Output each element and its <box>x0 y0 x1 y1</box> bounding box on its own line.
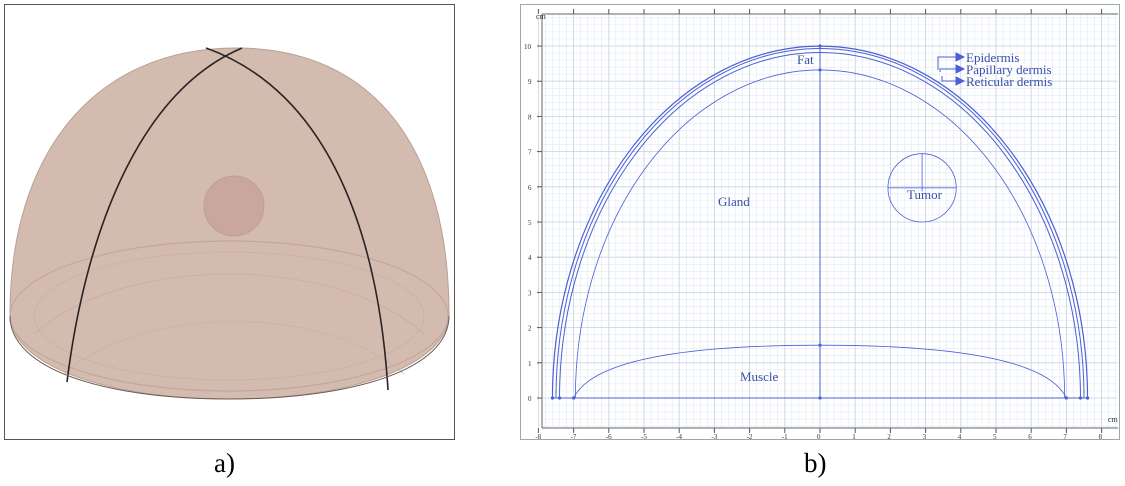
y-axis-ticks: 0 1 2 3 4 5 6 7 8 9 10 <box>524 43 542 403</box>
geometry-plot: -8 -7 -6 -5 -4 -3 -2 -1 0 1 2 3 4 5 6 7 8 0 1 2 3 4 5 6 7 8 9 10 c… <box>520 4 1120 441</box>
x-tick-label: -7 <box>571 433 577 440</box>
layer-arrows <box>937 52 966 86</box>
x-tick-label: 7 <box>1063 433 1067 440</box>
vertex-point <box>557 396 562 400</box>
vertex-point <box>818 343 822 347</box>
vertex-point <box>550 396 555 400</box>
breast-geometry <box>550 44 1090 400</box>
x-tick-label: 6 <box>1028 433 1032 440</box>
panel-a-3d-view <box>4 4 455 440</box>
label-tumor: Tumor <box>907 187 943 202</box>
y-tick-label: 2 <box>528 325 532 333</box>
x-axis-ticks: -8 -7 -6 -5 -4 -3 -2 -1 0 1 2 3 4 5 6 7 8 <box>535 9 1103 441</box>
x-tick-label: -1 <box>782 433 788 440</box>
y-tick-label: 6 <box>528 184 532 192</box>
x-tick-label: -8 <box>535 433 541 440</box>
x-tick-label: 5 <box>993 433 997 440</box>
arrow-reticular <box>941 76 956 82</box>
arrowhead-papillary <box>955 64 966 74</box>
y-tick-label: 4 <box>528 254 532 262</box>
y-tick-label: 8 <box>528 113 532 121</box>
label-gland: Gland <box>718 194 750 209</box>
arrowhead-epidermis <box>955 52 966 62</box>
vertex-point <box>1064 396 1068 400</box>
x-tick-label: 0 <box>817 433 821 440</box>
label-papillary-dermis: Papillary dermis <box>966 62 1052 77</box>
meridian-line <box>205 47 389 391</box>
dome-inner-curve <box>33 273 425 335</box>
x-tick-label: -4 <box>676 433 682 440</box>
vertex-point <box>818 44 822 48</box>
x-tick-label: 3 <box>923 433 927 440</box>
dome-base-edge <box>9 315 450 400</box>
label-reticular-dermis: Reticular dermis <box>966 74 1052 89</box>
y-tick-label: 7 <box>528 149 532 157</box>
tumor-sphere <box>203 175 265 237</box>
hemisphere-3d-render <box>4 4 455 440</box>
dome-inner-ellipse <box>33 251 425 381</box>
caption-a: a) <box>214 448 235 478</box>
x-tick-label: 4 <box>958 433 962 440</box>
label-epidermis: Epidermis <box>966 50 1019 65</box>
x-tick-label: -6 <box>606 433 612 440</box>
x-unit-label: cm <box>1108 415 1119 424</box>
x-tick-label: -5 <box>641 433 647 440</box>
y-tick-label: 0 <box>528 395 532 403</box>
arrow-epidermis <box>937 56 956 70</box>
caption-b: b) <box>804 448 827 478</box>
vertex-point <box>1085 396 1090 400</box>
panel-b-2d-geometry: -8 -7 -6 -5 -4 -3 -2 -1 0 1 2 3 4 5 6 7 8 0 1 2 3 4 5 6 7 8 9 10 c… <box>520 4 1120 441</box>
y-tick-label: 5 <box>528 219 532 227</box>
x-tick-label: -3 <box>711 433 717 440</box>
x-tick-label: 1 <box>852 433 856 440</box>
y-tick-label: 10 <box>524 43 532 51</box>
vertex-point <box>818 396 822 400</box>
x-tick-label: 8 <box>1099 433 1103 440</box>
dome-inner-curve <box>63 321 405 375</box>
y-tick-label: 9 <box>528 78 532 86</box>
vertex-point <box>572 396 576 400</box>
label-muscle: Muscle <box>740 369 779 384</box>
y-tick-label: 1 <box>528 360 532 368</box>
x-tick-label: -2 <box>747 433 753 440</box>
arrowhead-reticular <box>955 76 966 86</box>
arrow-papillary <box>939 68 956 72</box>
x-tick-label: 2 <box>887 433 891 440</box>
y-tick-label: 3 <box>528 289 532 297</box>
vertex-point <box>1078 396 1083 400</box>
y-unit-label: cm <box>536 12 547 21</box>
meridian-line <box>66 47 243 383</box>
label-fat: Fat <box>797 52 814 67</box>
vertex-point <box>818 68 822 72</box>
